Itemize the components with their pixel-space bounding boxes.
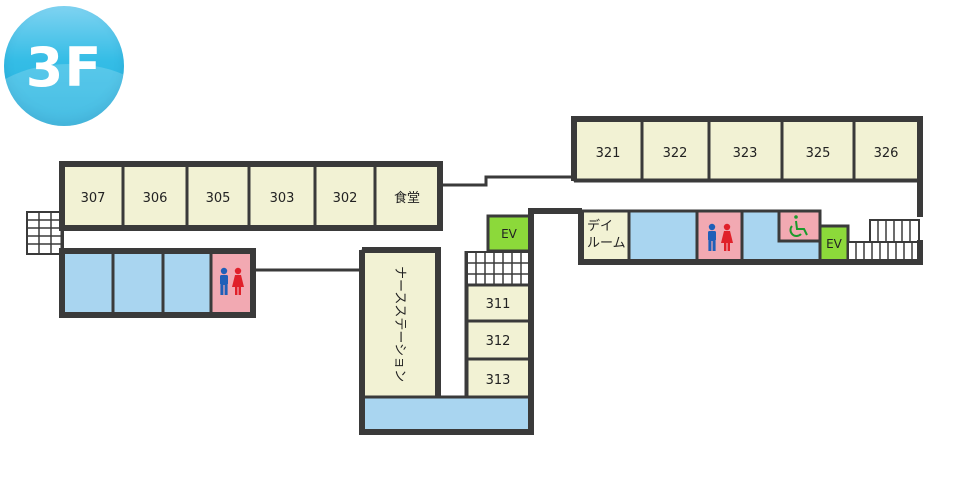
room-303-label: 303 [270, 191, 295, 206]
nurse-station-label: ナースステーション [392, 266, 407, 382]
elevator-right[interactable]: EV [818, 224, 850, 263]
room-302[interactable]: 302 [313, 163, 377, 229]
day-room-label-1: デイ [587, 218, 613, 234]
stairs-right [847, 219, 920, 262]
wet-area-3 [161, 250, 213, 316]
day-room-label-2: ルーム [587, 236, 626, 251]
elevator-icon: EV [826, 237, 843, 251]
elevator-center[interactable]: EV [486, 214, 532, 253]
room-303[interactable]: 303 [247, 163, 317, 229]
day-room[interactable]: デイ ルーム [580, 209, 631, 263]
room-302-label: 302 [333, 191, 358, 206]
room-323-label: 323 [733, 146, 758, 161]
room-311-label: 311 [486, 297, 511, 312]
dining-room[interactable]: 食堂 [373, 163, 441, 229]
wet-area-right-1 [627, 209, 699, 263]
room-312-label: 312 [486, 334, 511, 349]
room-305-label: 305 [206, 191, 231, 206]
nurse-station[interactable]: ナースステーション [361, 249, 439, 399]
room-325[interactable]: 325 [780, 118, 856, 182]
room-323[interactable]: 323 [707, 118, 784, 182]
room-307-label: 307 [81, 191, 106, 206]
wet-area-2 [111, 250, 165, 316]
room-307[interactable]: 307 [61, 163, 125, 229]
floor-badge: 3F [4, 6, 124, 126]
room-321[interactable]: 321 [573, 118, 644, 182]
room-313[interactable]: 313 [465, 357, 532, 399]
room-326-label: 326 [874, 146, 899, 161]
room-322-label: 322 [663, 146, 688, 161]
room-325-label: 325 [806, 146, 831, 161]
restroom-left[interactable] [209, 250, 254, 316]
room-306-label: 306 [143, 191, 168, 206]
wheelchair-icon [789, 215, 808, 237]
stairs-center [466, 251, 531, 286]
room-321-label: 321 [596, 146, 621, 161]
dining-room-label: 食堂 [394, 190, 420, 206]
restroom-right[interactable] [695, 209, 744, 263]
room-306[interactable]: 306 [121, 163, 189, 229]
room-311[interactable]: 311 [465, 283, 532, 323]
elevator-icon: EV [501, 227, 518, 241]
svg-text:ナースステーション: ナースステーション [392, 266, 407, 382]
floor-label: 3F [25, 36, 103, 99]
room-312[interactable]: 312 [465, 319, 532, 361]
wet-area-1 [61, 250, 115, 316]
room-305[interactable]: 305 [185, 163, 251, 229]
accessible-restroom[interactable] [777, 209, 822, 243]
room-326[interactable]: 326 [852, 118, 921, 182]
room-313-label: 313 [486, 373, 511, 388]
wet-area-center [361, 395, 532, 433]
room-322[interactable]: 322 [640, 118, 711, 182]
stairs-icon [26, 211, 64, 255]
